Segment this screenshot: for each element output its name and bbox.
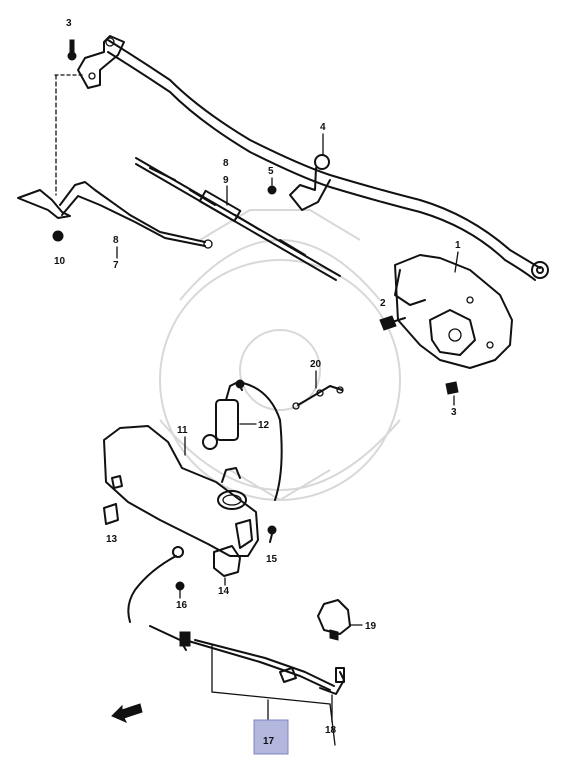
label-12: 12 bbox=[258, 420, 270, 431]
label-5: 5 bbox=[268, 166, 274, 177]
label-10: 10 bbox=[54, 256, 66, 267]
nozzle-elbow-part-18[interactable] bbox=[319, 667, 345, 695]
wiper-blade-part-9[interactable] bbox=[135, 157, 341, 281]
label-3-top: 3 bbox=[66, 18, 72, 29]
label-4: 4 bbox=[320, 122, 326, 133]
front-arrow-icon bbox=[111, 703, 143, 723]
washer-pump-part-12[interactable] bbox=[202, 379, 283, 501]
label-16: 16 bbox=[176, 600, 188, 611]
screw-part-5[interactable] bbox=[267, 185, 277, 195]
pivot-bracket-upper[interactable] bbox=[77, 35, 125, 89]
label-17[interactable]: 17 bbox=[263, 736, 275, 747]
washer-nozzle-part-19[interactable] bbox=[317, 599, 351, 641]
bolt-part-3-lower[interactable] bbox=[445, 381, 459, 395]
washer-tank-part-11[interactable] bbox=[103, 425, 259, 557]
label-15: 15 bbox=[266, 554, 278, 565]
washer-hose-part-17[interactable] bbox=[127, 546, 335, 691]
bolt-part-16[interactable] bbox=[175, 581, 185, 591]
leader-line bbox=[329, 703, 336, 746]
label-18: 18 bbox=[325, 725, 337, 736]
wiper-motor-part-1[interactable] bbox=[394, 254, 513, 369]
label-11: 11 bbox=[177, 425, 188, 436]
bolt-part-15[interactable] bbox=[267, 525, 277, 543]
label-9: 9 bbox=[223, 175, 229, 186]
leader-line bbox=[454, 251, 459, 273]
wiper-linkage-rod[interactable] bbox=[107, 39, 549, 281]
label-13: 13 bbox=[106, 534, 118, 545]
label-7: 7 bbox=[113, 260, 119, 271]
label-14: 14 bbox=[218, 586, 230, 597]
screw-part-3-top[interactable] bbox=[67, 39, 77, 61]
label-8-arm: 8 bbox=[113, 235, 119, 246]
bolt-part-2[interactable] bbox=[379, 315, 406, 331]
label-20: 20 bbox=[310, 359, 322, 370]
highlight-box-17 bbox=[253, 719, 289, 755]
watermark-logo bbox=[159, 209, 401, 502]
hose-clip-part-20[interactable] bbox=[292, 385, 344, 410]
wiper-arm-part-7[interactable] bbox=[17, 181, 213, 249]
level-sensor-part-13[interactable] bbox=[103, 503, 119, 525]
label-2: 2 bbox=[380, 298, 386, 309]
tank-bracket-part-14[interactable] bbox=[213, 519, 253, 577]
nut-part-10[interactable] bbox=[52, 230, 64, 242]
label-8-blade: 8 bbox=[223, 158, 229, 169]
leader-line bbox=[211, 644, 331, 705]
label-1: 1 bbox=[455, 240, 461, 251]
label-19: 19 bbox=[365, 621, 377, 632]
label-3-lower: 3 bbox=[451, 407, 457, 418]
